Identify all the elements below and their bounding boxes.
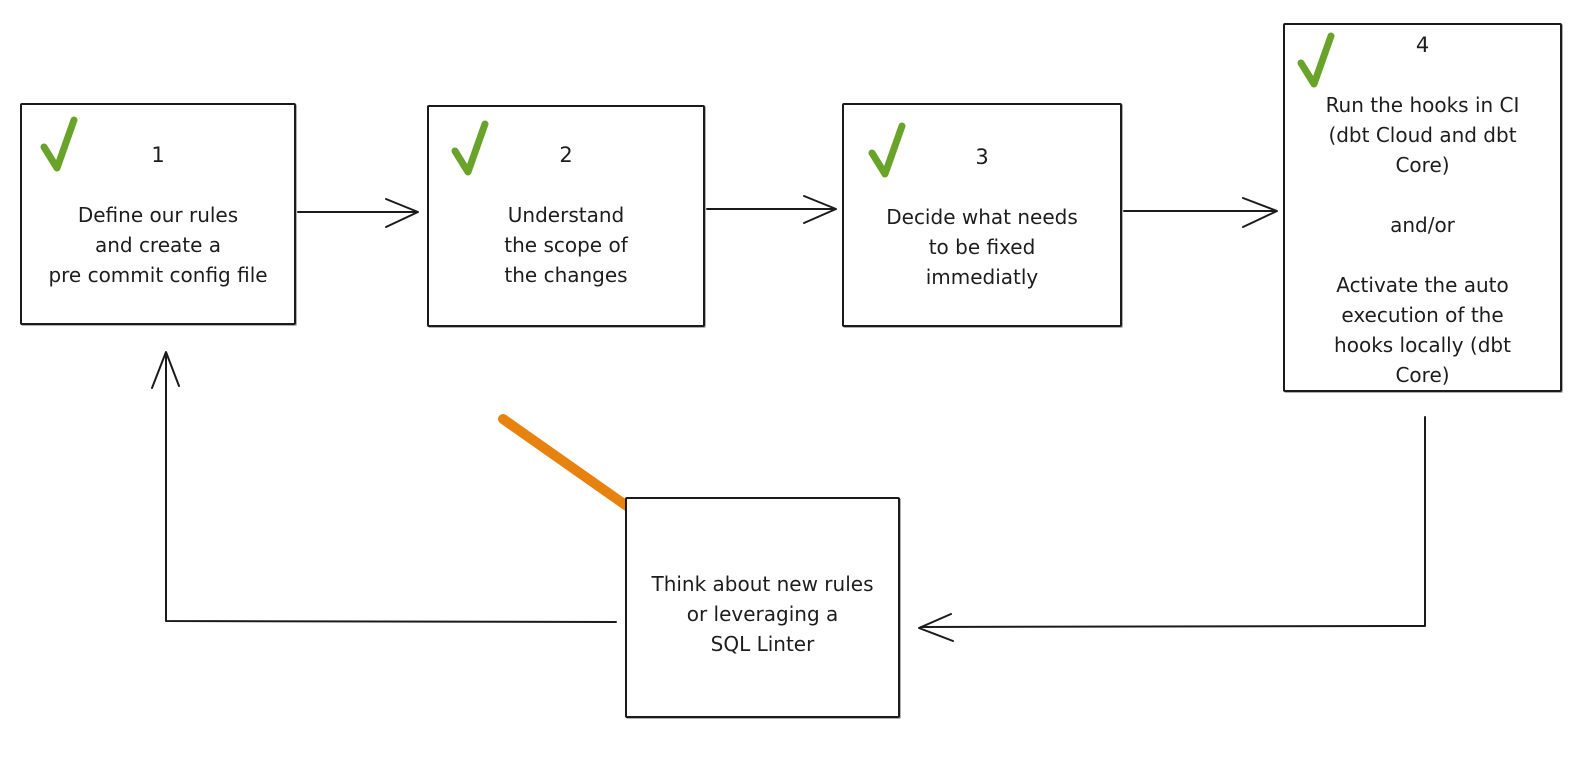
arrow-step3-to-step4 xyxy=(1123,197,1278,228)
arrow-step2-to-step3 xyxy=(706,195,837,224)
step-text: Decide what needs to be fixed immediatly xyxy=(886,205,1078,289)
check-icon xyxy=(40,116,78,172)
loop-box-text: Think about new rules or leveraging a SQ… xyxy=(651,572,874,656)
step-number: 4 xyxy=(1415,33,1430,57)
step-number: 1 xyxy=(151,143,165,167)
check-icon xyxy=(451,120,489,176)
step-text: Understand the scope of the changes xyxy=(504,203,628,287)
arrow-step4-to-loop-box xyxy=(918,416,1426,642)
loop-box: Think about new rules or leveraging a SQ… xyxy=(625,497,900,718)
step-number: 3 xyxy=(975,145,989,169)
step-3-box: 3 Decide what needs to be fixed immediat… xyxy=(842,103,1122,327)
step-1-box: 1 Define our rules and create a pre comm… xyxy=(20,103,296,325)
arrow-step1-to-step2 xyxy=(297,198,419,228)
check-icon xyxy=(868,122,906,178)
step-text: Define our rules and create a pre commit… xyxy=(48,203,268,287)
step-text: Run the hooks in CI (dbt Cloud and dbt C… xyxy=(1325,93,1520,387)
check-icon xyxy=(1297,32,1335,88)
step-4-box: 4 Run the hooks in CI (dbt Cloud and dbt… xyxy=(1283,23,1562,392)
step-2-box: 2 Understand the scope of the changes xyxy=(427,105,705,327)
step-number: 2 xyxy=(559,143,573,167)
arrow-loop-box-to-step1 xyxy=(151,351,617,623)
